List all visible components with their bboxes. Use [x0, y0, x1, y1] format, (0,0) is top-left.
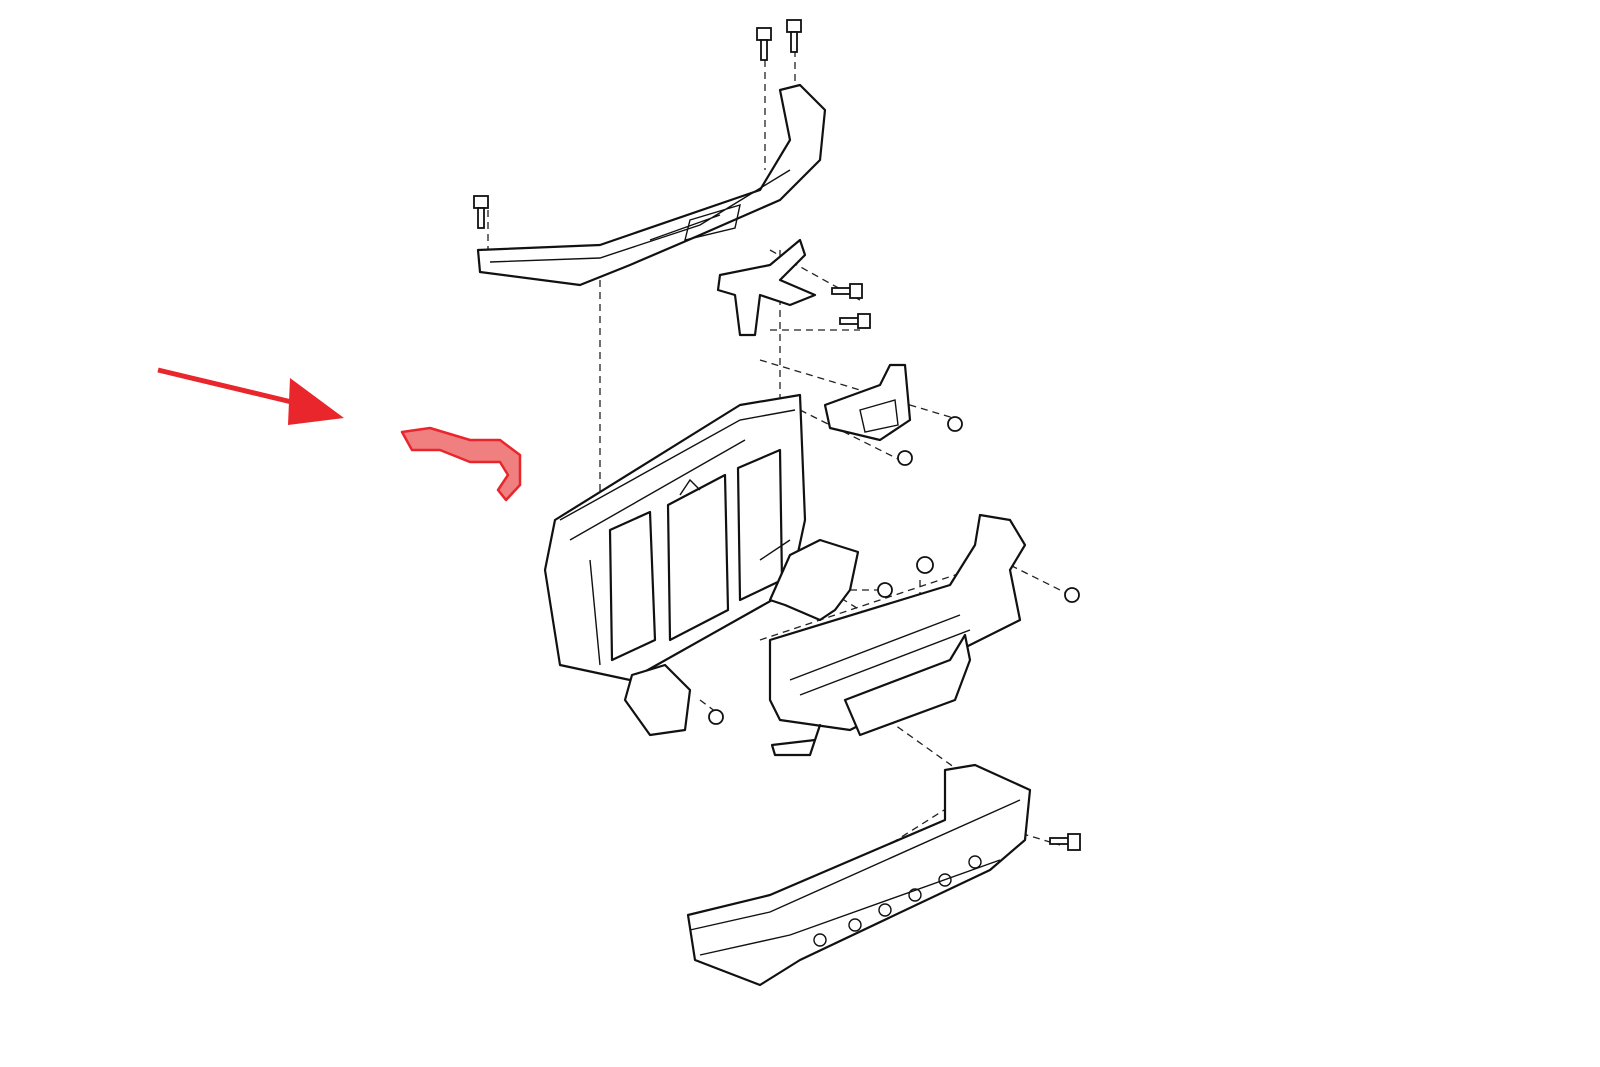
bolt-icon	[1049, 833, 1081, 851]
highlighted-bracket	[400, 426, 522, 502]
bolt-icon	[473, 195, 489, 229]
reinforcement-holes	[813, 855, 982, 947]
bolt-icon	[786, 19, 802, 53]
clip-icon	[947, 416, 963, 432]
bumper-support-bracket	[768, 513, 1027, 757]
red-arrow-icon	[157, 367, 344, 425]
radiator-core-support	[543, 393, 807, 682]
clip-icon	[916, 556, 934, 574]
bolt-icon	[839, 313, 871, 329]
clip-icon	[897, 450, 913, 466]
side-air-guide-bracket	[823, 363, 912, 442]
center-air-deflector	[768, 538, 860, 622]
bolt-icon	[831, 283, 863, 299]
hood-latch-bracket	[716, 238, 817, 337]
clip-icon	[877, 582, 893, 598]
clip-icon	[708, 709, 724, 725]
upper-tie-bar	[476, 83, 827, 287]
clip-icon	[1064, 587, 1080, 603]
lower-left-air-guide	[623, 663, 692, 737]
bolts	[473, 19, 1081, 851]
bumper-reinforcement-beam	[686, 763, 1032, 987]
bolt-icon	[756, 27, 772, 61]
